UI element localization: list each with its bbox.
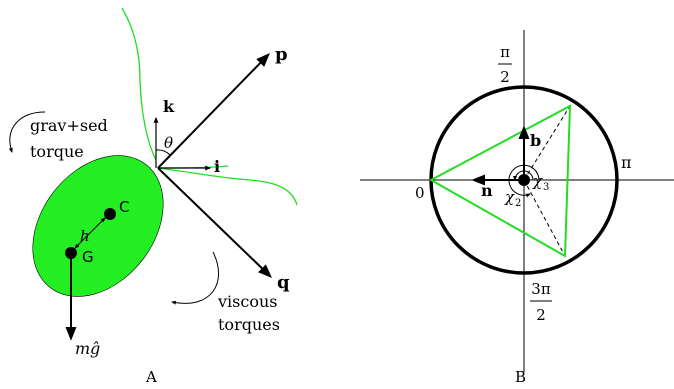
dashed-to-bottom-vertex [523,179,566,257]
label-c: C [119,198,129,216]
vector-p-arrow [157,52,270,169]
label-weight-g: ĝ [90,339,100,358]
tick-top-num: π [500,43,510,61]
tick-bottom-den: 2 [536,306,546,324]
green-triangle [428,104,572,258]
filament-upper [121,7,157,161]
label-i: i [214,157,220,176]
tick-top-den: 2 [500,68,510,86]
theta-arc [155,149,171,156]
label-viscous-line2: torques [218,315,280,334]
panel-a: p q k i θ C G h m ĝ grav+sed torque visc… [8,7,298,386]
label-theta: θ [164,134,173,152]
label-grav-line2: torque [30,142,84,161]
label-grav-line1: grav+sed [30,116,108,135]
h-arrow [74,217,106,249]
label-weight-m: m [75,339,90,358]
label-chi2: χ [504,188,515,206]
label-chi2-sub: 2 [515,198,521,209]
caption-b: B [515,368,526,386]
label-k: k [163,97,175,116]
tick-right: π [621,153,632,172]
label-n: n [481,181,493,200]
label-g: G [82,248,94,266]
label-chi3-sub: 3 [543,182,549,193]
vector-q-arrow [157,167,273,278]
label-p: p [275,44,288,65]
label-chi3: χ [532,172,543,190]
viscous-torque-arrow [171,251,219,305]
point-c-dot [104,208,116,220]
tick-left: 0 [415,184,425,202]
center-dot [518,174,530,186]
grav-torque-arrow [8,111,46,153]
filament-right [157,167,298,206]
label-b: b [530,131,541,150]
label-viscous-line1: viscous [217,292,277,311]
tick-bottom-num: 3π [531,280,551,298]
panel-b: π 2 π 0 3π 2 b n χ 2 χ 3 B [360,30,674,386]
caption-a: A [145,368,157,386]
label-q: q [277,272,290,293]
chi3-arc [508,164,540,198]
label-h: h [80,227,90,245]
